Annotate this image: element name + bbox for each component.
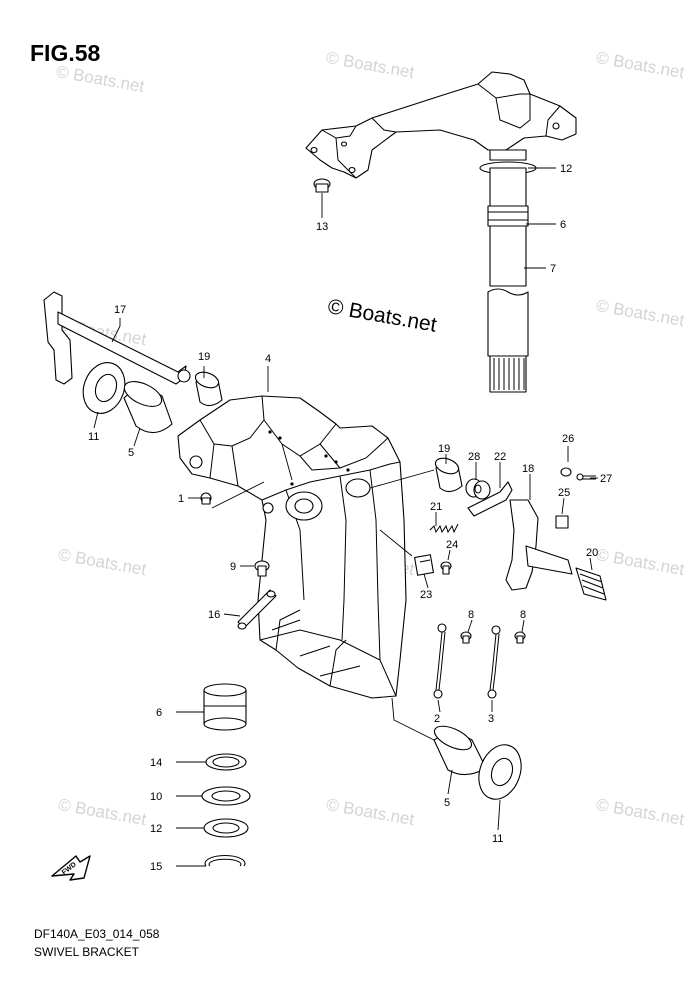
bolt-8-left — [460, 631, 472, 644]
figure-title: FIG.58 — [30, 40, 101, 66]
swivel-bracket-body-4 — [177, 395, 407, 699]
callout-8-left: 8 — [468, 609, 474, 621]
callout-23: 23 — [420, 589, 432, 601]
spring-21 — [429, 523, 459, 534]
bushing-5-lower — [433, 725, 487, 776]
callout-labels: 12 6 7 13 17 19 4 11 5 1 9 16 19 28 22 2… — [88, 163, 612, 873]
callout-22: 22 — [494, 451, 506, 463]
callout-9: 9 — [230, 561, 236, 573]
tilt-rod-17 — [43, 291, 191, 385]
callout-4: 4 — [265, 353, 271, 365]
callout-11-upper: 11 — [88, 431, 99, 443]
pad-20 — [575, 567, 607, 601]
washer-26 — [560, 467, 572, 477]
callout-14: 14 — [150, 757, 162, 769]
callout-17: 17 — [114, 304, 126, 316]
callout-21: 21 — [430, 501, 442, 513]
leader-lines — [93, 167, 598, 867]
steering-shaft — [479, 149, 537, 393]
callout-7: 7 — [550, 263, 556, 275]
ground-wire-3 — [487, 625, 501, 699]
callout-3: 3 — [488, 713, 494, 725]
callout-27: 27 — [600, 473, 612, 485]
callout-16: 16 — [208, 609, 220, 621]
washer-11-upper — [82, 362, 126, 414]
bolt-13 — [313, 178, 331, 193]
callout-12-top: 12 — [560, 163, 572, 175]
steering-bracket — [305, 71, 577, 179]
nut-25 — [555, 515, 569, 529]
callout-8-right: 8 — [520, 609, 526, 621]
bolt-9 — [254, 560, 270, 577]
callout-24: 24 — [446, 539, 458, 551]
bushing-19-right — [434, 457, 463, 493]
callout-20: 20 — [586, 547, 598, 559]
bolt-8-right — [514, 631, 526, 644]
callout-6-lower: 6 — [156, 707, 162, 719]
callout-18: 18 — [522, 463, 534, 475]
callout-26: 26 — [562, 433, 574, 445]
callout-13: 13 — [316, 221, 328, 233]
figure-code: DF140A_E03_014_058 — [34, 927, 160, 941]
pin-27 — [576, 473, 596, 481]
callout-12-lower: 12 — [150, 823, 162, 835]
circlip-15 — [204, 855, 246, 867]
callout-28: 28 — [468, 451, 480, 463]
stopper-16 — [237, 589, 277, 630]
washer-12-lower — [203, 818, 249, 838]
callout-19-right: 19 — [438, 443, 450, 455]
callout-10: 10 — [150, 791, 162, 803]
plate-23 — [414, 554, 434, 576]
spring-28 — [465, 478, 491, 500]
lever-18 — [505, 499, 573, 591]
callout-19-left: 19 — [198, 351, 210, 363]
bushing-19-upper — [194, 371, 223, 407]
callout-25: 25 — [558, 487, 570, 499]
washer-11-lower — [478, 744, 522, 800]
callout-11-lower: 11 — [492, 833, 503, 845]
bolt-24 — [440, 561, 452, 575]
grease-nipple-1 — [200, 492, 212, 505]
callout-1: 1 — [178, 493, 184, 505]
bracket-22 — [467, 481, 513, 517]
fwd-arrow-icon: FWD — [51, 855, 91, 881]
figure-name: SWIVEL BRACKET — [34, 945, 139, 959]
ring-14 — [205, 753, 247, 771]
callout-2: 2 — [434, 713, 440, 725]
bushing-5-upper — [123, 381, 173, 434]
callout-5-lower: 5 — [444, 797, 450, 809]
callout-15: 15 — [150, 861, 162, 873]
washer-10 — [201, 786, 251, 806]
callout-6-top: 6 — [560, 219, 566, 231]
ground-wire-2 — [433, 623, 447, 699]
callout-5-upper: 5 — [128, 447, 134, 459]
bushing-6-lower — [203, 683, 247, 731]
